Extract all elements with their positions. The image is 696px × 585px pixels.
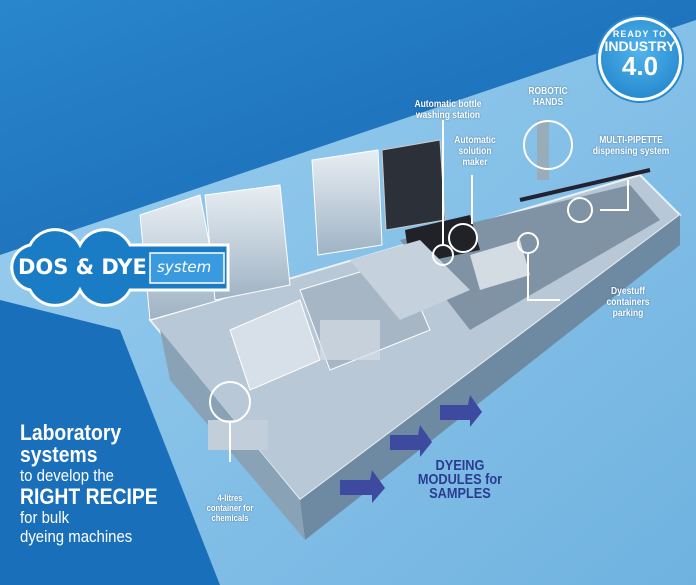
tagline: Laboratory systems to develop the RIGHT … (20, 420, 158, 547)
logo-name: DOS & DYE (18, 255, 147, 279)
badge-version-text: 4.0 (621, 51, 659, 81)
left-dark-panel (0, 300, 220, 585)
logo-suffix: system (157, 258, 212, 276)
top-dark-band (0, 0, 696, 255)
dos-dye-logo: DOS & DYE system (0, 233, 232, 307)
industry-4-badge: READY TO INDUSTRY 4.0 (598, 17, 682, 101)
logo-shape (10, 228, 230, 307)
lab-machine (139, 120, 682, 540)
badge-ready-text: READY TO (612, 29, 668, 39)
badge-industry-text: INDUSTRY (604, 38, 676, 54)
